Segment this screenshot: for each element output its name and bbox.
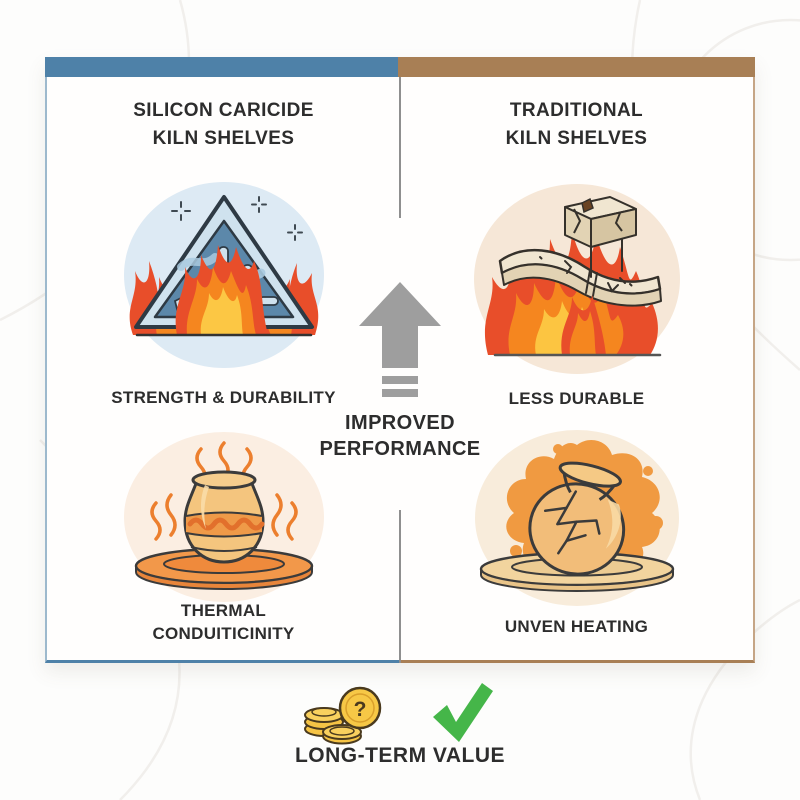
cracked-pot-splat-icon	[470, 423, 685, 613]
right-column: TRADITIONAL KILN SHELVES	[398, 57, 755, 663]
center-label: IMPROVED PERFORMANCE	[319, 412, 481, 460]
cracked-shelf-fire-icon	[470, 177, 685, 382]
improvement-up-arrow-icon	[357, 280, 443, 405]
left-item-2-label: THERMAL CONDUITICINITY	[152, 601, 295, 643]
right-item-2-label: UNVEN HEATING	[504, 617, 649, 636]
question-mark: ?	[354, 698, 367, 721]
right-item-1-label: LESS DURABLE	[508, 389, 645, 408]
center-divider-top	[399, 77, 401, 218]
left-header-bar	[45, 57, 402, 77]
coins-question-icon: ?	[296, 683, 388, 752]
left-column: SILICON CARICIDE KILN SHELVES	[45, 57, 402, 663]
sparkle-icons	[170, 196, 303, 241]
left-title: SILICON CARICIDE KILN SHELVES	[133, 100, 314, 149]
center-divider-bottom	[399, 510, 401, 663]
crack-lines	[543, 490, 601, 555]
footer-label: LONG-TERM VALUE	[294, 744, 506, 767]
right-header-bar	[398, 57, 755, 77]
glowing-pot-on-shelf-icon	[119, 429, 329, 609]
right-title: TRADITIONAL KILN SHELVES	[505, 100, 648, 149]
green-check-icon	[424, 677, 496, 750]
silicon-carbide-shelf-fire-icon	[119, 175, 329, 375]
left-item-1-label: STRENGTH & DURABILITY	[111, 388, 336, 407]
